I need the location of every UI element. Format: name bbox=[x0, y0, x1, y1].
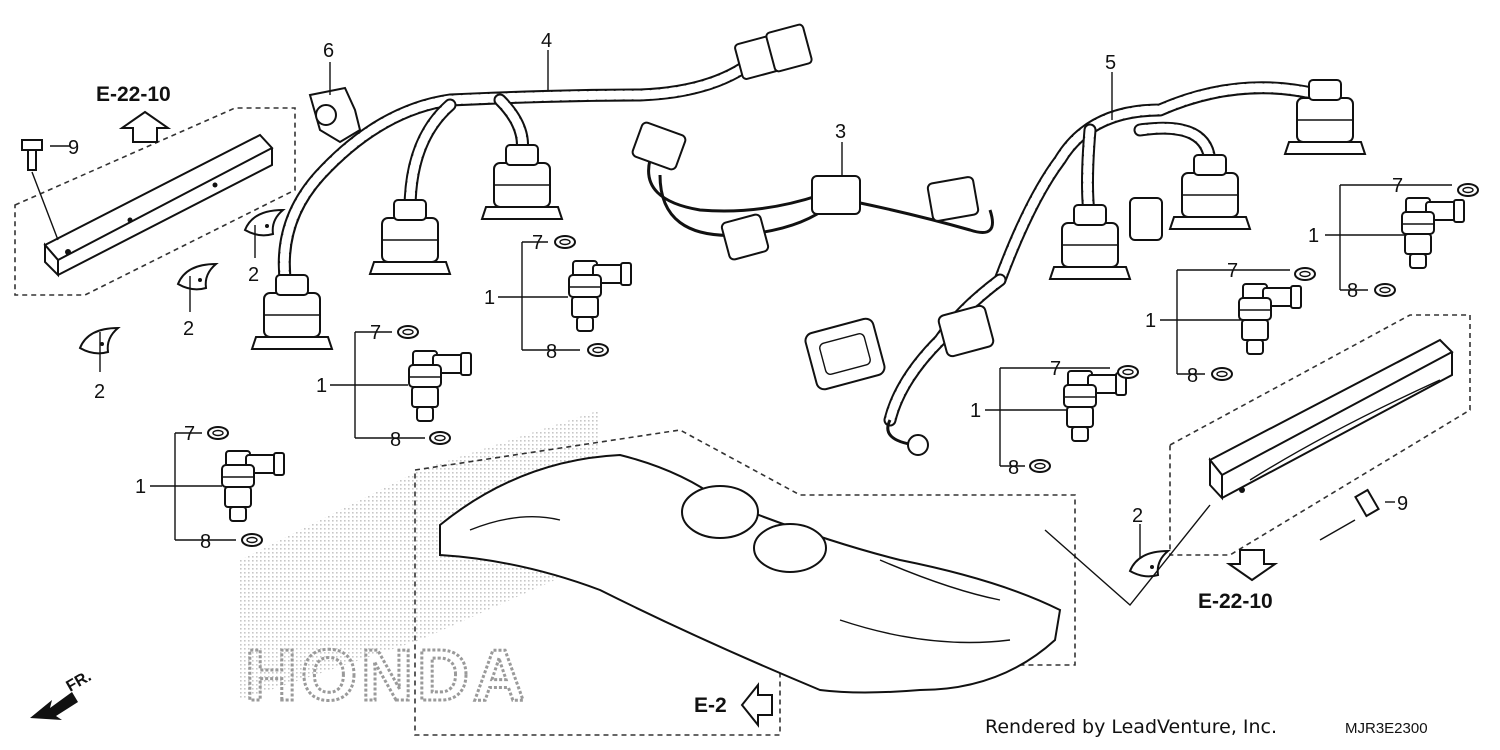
callout-8: 8 bbox=[390, 429, 401, 451]
callout-2: 2 bbox=[94, 381, 105, 403]
callout-7: 7 bbox=[1227, 260, 1238, 282]
reference-label[interactable]: E-22-10 bbox=[1198, 590, 1273, 613]
clip-2c bbox=[79, 327, 119, 355]
injector-1b bbox=[408, 350, 472, 422]
clip-2a bbox=[244, 209, 284, 237]
callout-8: 8 bbox=[1187, 365, 1198, 387]
callout-7: 7 bbox=[532, 232, 543, 254]
bolt-9-left bbox=[21, 139, 59, 241]
coil-4b bbox=[369, 199, 451, 275]
intake-manifold bbox=[414, 429, 1076, 736]
clip-2b bbox=[177, 263, 217, 291]
leader-lines bbox=[50, 50, 1452, 607]
ref-arrow-top-left bbox=[118, 110, 172, 143]
o-ring-8a bbox=[587, 343, 609, 357]
wire-harness-4 bbox=[277, 23, 813, 312]
coil-5b bbox=[1169, 154, 1251, 230]
o-ring-7c bbox=[207, 426, 229, 440]
reference-label[interactable]: E-2 bbox=[694, 694, 727, 717]
coil-4a bbox=[251, 274, 333, 350]
o-ring-8c bbox=[241, 533, 263, 547]
reference-label[interactable]: E-22-10 bbox=[96, 83, 171, 106]
sub-harness-3 bbox=[631, 121, 994, 261]
callout-7: 7 bbox=[184, 423, 195, 445]
injector-1c bbox=[221, 450, 285, 522]
front-direction-arrow bbox=[30, 692, 78, 720]
o-ring-7a bbox=[554, 235, 576, 249]
o-ring-8b bbox=[429, 431, 451, 445]
callout-8: 8 bbox=[1008, 457, 1019, 479]
left-rail-frame bbox=[14, 107, 296, 296]
callout-6: 6 bbox=[323, 40, 334, 62]
callout-9: 9 bbox=[68, 137, 79, 159]
callout-2: 2 bbox=[183, 318, 194, 340]
o-ring-7b bbox=[397, 325, 419, 339]
o-ring-7e bbox=[1294, 267, 1316, 281]
connector-6 bbox=[308, 86, 362, 144]
o-ring-7d bbox=[1117, 365, 1139, 379]
callout-8: 8 bbox=[546, 341, 557, 363]
callout-8: 8 bbox=[200, 531, 211, 553]
fuel-rail-left bbox=[43, 133, 274, 278]
callout-1: 1 bbox=[1145, 310, 1156, 332]
o-ring-8d bbox=[1029, 459, 1051, 473]
diagram-code: MJR3E2300 bbox=[1345, 720, 1428, 737]
callout-2: 2 bbox=[248, 264, 259, 286]
rendered-by-text: Rendered by LeadVenture, Inc. bbox=[985, 716, 1277, 738]
coil-5c bbox=[1049, 204, 1131, 280]
callout-1: 1 bbox=[1308, 225, 1319, 247]
injector-1a bbox=[568, 260, 632, 332]
callout-1: 1 bbox=[970, 400, 981, 422]
callout-7: 7 bbox=[1050, 358, 1061, 380]
o-ring-7f bbox=[1457, 183, 1479, 197]
callout-9: 9 bbox=[1397, 493, 1408, 515]
injector-1e bbox=[1238, 283, 1302, 355]
o-ring-8f bbox=[1374, 283, 1396, 297]
injector-1d bbox=[1063, 370, 1127, 442]
injector-1f bbox=[1401, 197, 1465, 269]
callout-1: 1 bbox=[135, 476, 146, 498]
callout-1: 1 bbox=[484, 287, 495, 309]
main-connector-5 bbox=[804, 304, 995, 391]
watermark-text: HONDA bbox=[245, 636, 529, 716]
callout-7: 7 bbox=[1392, 175, 1403, 197]
ref-arrow-bottom bbox=[740, 682, 773, 728]
ref-arrow-bottom-right bbox=[1225, 549, 1279, 582]
bolt-9-right bbox=[1319, 488, 1380, 541]
callout-3: 3 bbox=[835, 121, 846, 143]
callout-4: 4 bbox=[541, 30, 552, 52]
callout-8: 8 bbox=[1347, 280, 1358, 302]
callout-7: 7 bbox=[370, 322, 381, 344]
direction-label: FR. bbox=[64, 668, 95, 696]
callout-1: 1 bbox=[316, 375, 327, 397]
o-ring-8e bbox=[1211, 367, 1233, 381]
callout-5: 5 bbox=[1105, 52, 1116, 74]
callout-2: 2 bbox=[1132, 505, 1143, 527]
fuel-rail-right bbox=[1208, 338, 1454, 501]
coil-4c bbox=[481, 144, 563, 220]
